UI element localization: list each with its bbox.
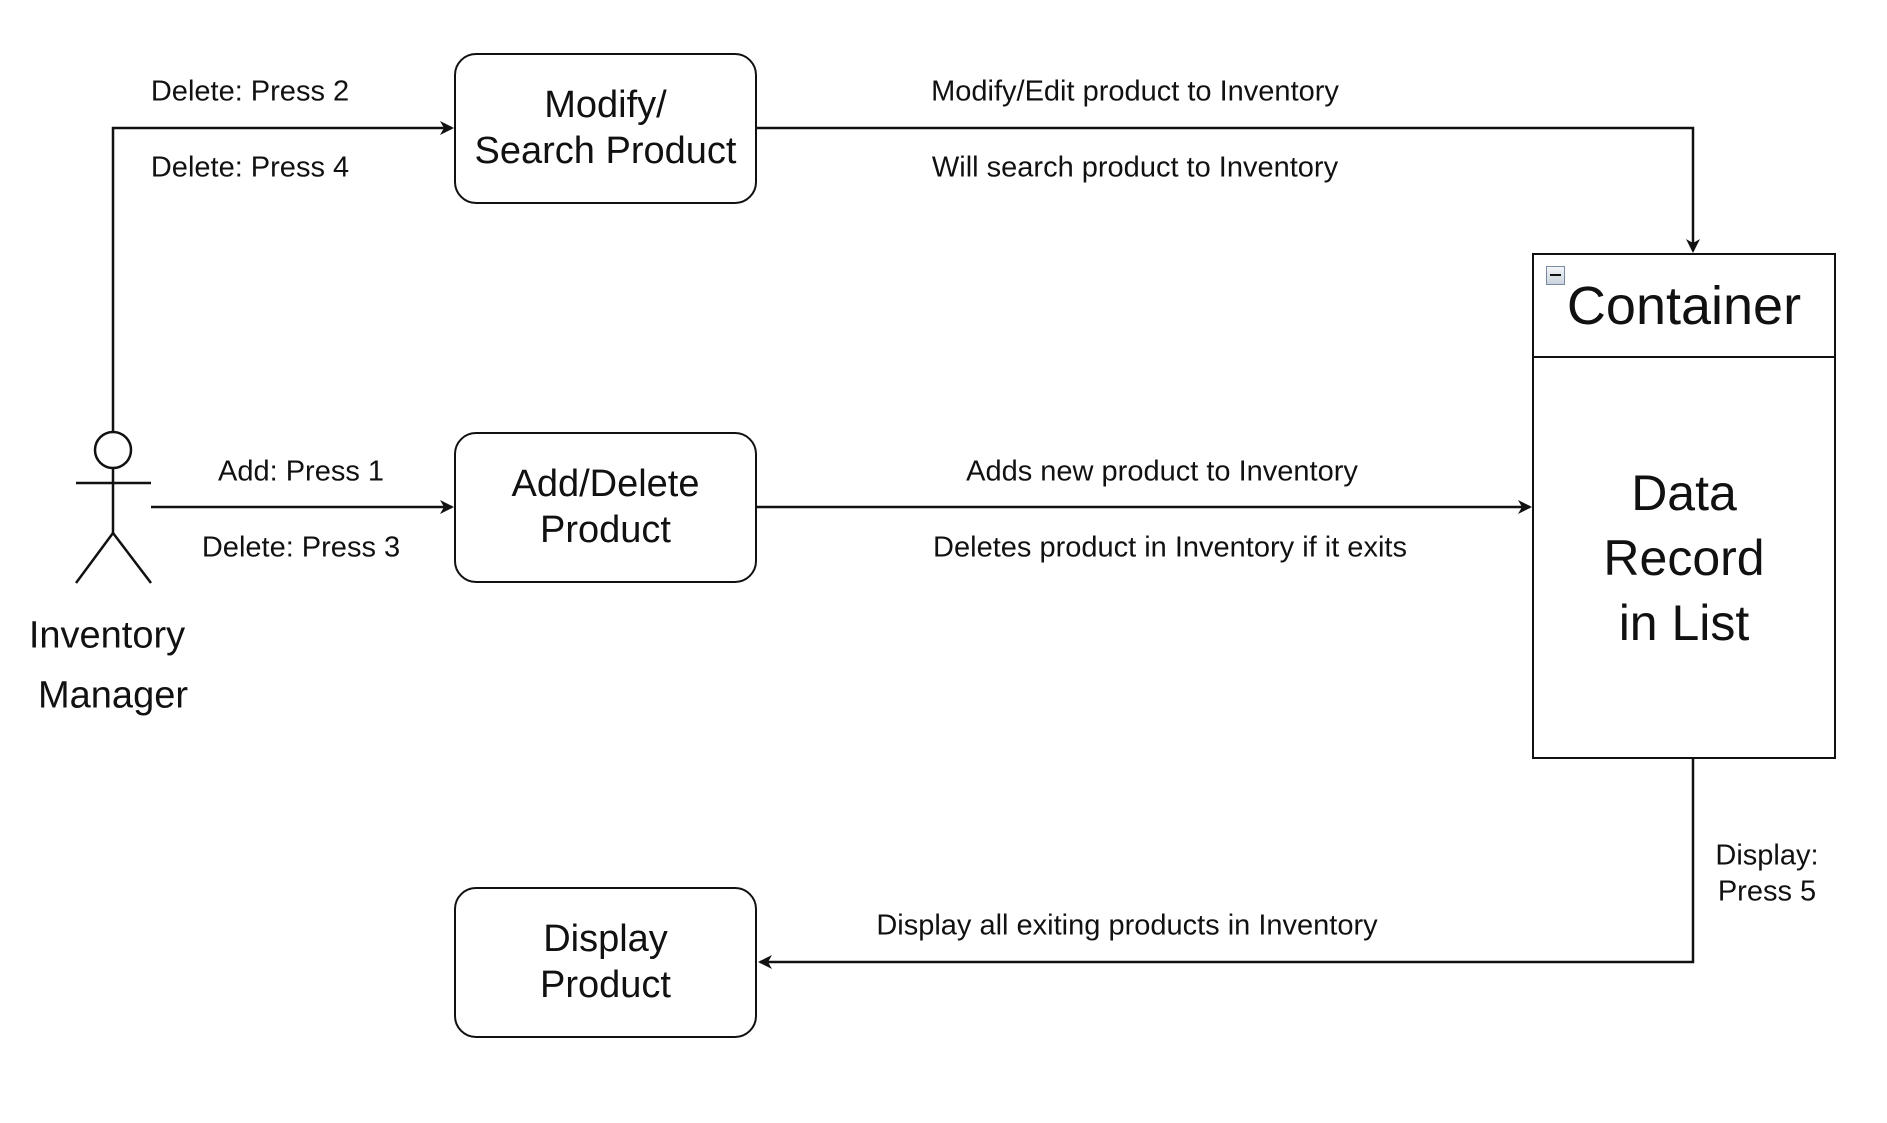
container-body-text: Data Record in List — [1603, 464, 1765, 651]
edge-label-adds-new: Adds new product to Inventory — [966, 455, 1358, 488]
edge-label-delete-press-2: Delete: Press 2 — [150, 75, 350, 108]
edge-label-display-line1: Display: — [1715, 839, 1819, 872]
container-title: Container — [1534, 255, 1834, 358]
edge-actor-to-modify — [111, 121, 454, 432]
edge-label-delete-press-3: Delete: Press 3 — [201, 531, 401, 564]
edge-container-to-display — [758, 759, 1695, 969]
edge-label-display-line2: Press 5 — [1717, 875, 1817, 908]
actor-left-leg — [74, 532, 115, 584]
actor-head — [93, 430, 133, 470]
edge-label-modify-edit: Modify/Edit product to Inventory — [931, 75, 1339, 108]
add-delete-product-node[interactable]: Add/Delete Product — [454, 432, 757, 583]
collapse-icon[interactable] — [1546, 266, 1565, 285]
actor-figure — [74, 430, 152, 584]
actor-label-line1: Inventory — [28, 614, 186, 657]
display-product-node[interactable]: Display Product — [454, 887, 757, 1038]
modify-search-product-node[interactable]: Modify/ Search Product — [454, 53, 757, 204]
edge-modify-to-container — [757, 126, 1700, 253]
actor-right-leg — [112, 532, 152, 584]
container-node[interactable]: Container Data Record in List — [1532, 253, 1836, 759]
edge-label-will-search: Will search product to Inventory — [931, 151, 1339, 184]
edge-label-delete-press-4: Delete: Press 4 — [150, 151, 350, 184]
edge-label-add-press-1: Add: Press 1 — [217, 455, 385, 488]
actor-label-line2: Manager — [38, 674, 188, 717]
edge-label-display-all: Display all exiting products in Inventor… — [876, 909, 1378, 942]
edge-label-deletes-product: Deletes product in Inventory if it exits — [933, 531, 1407, 564]
